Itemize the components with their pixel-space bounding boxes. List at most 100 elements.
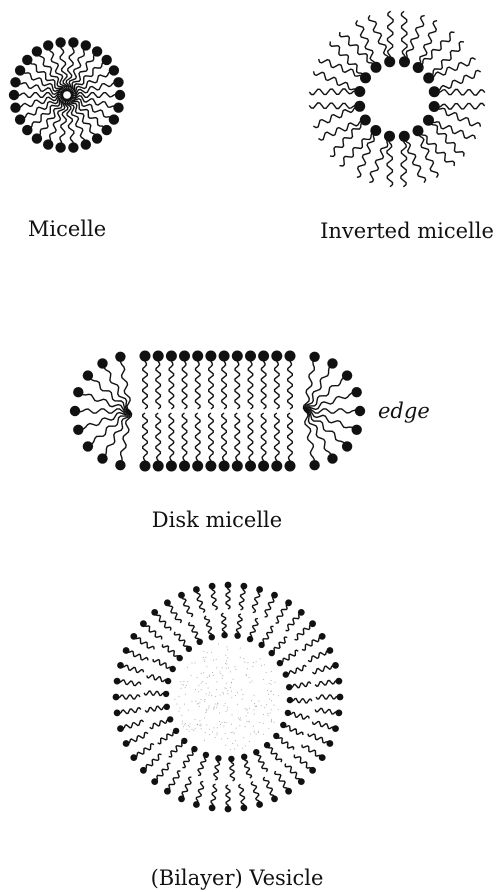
lipid-head bbox=[140, 461, 151, 472]
lipid-tail bbox=[143, 624, 161, 640]
lipid-head bbox=[123, 647, 130, 654]
lipid-tail bbox=[250, 619, 258, 640]
lipid-head bbox=[83, 441, 93, 451]
lipid-head bbox=[336, 710, 343, 717]
lipid-tail bbox=[169, 741, 185, 757]
lipid-tail bbox=[182, 356, 187, 409]
lipid-head bbox=[258, 642, 264, 648]
lipid-head bbox=[287, 697, 293, 703]
lipid-head bbox=[247, 636, 253, 642]
lipid-head bbox=[228, 756, 234, 762]
lipid-tail bbox=[196, 590, 204, 613]
lipid-head bbox=[43, 40, 53, 50]
lipid-tail bbox=[265, 595, 275, 617]
lipid-tail bbox=[305, 411, 315, 465]
lipid-head bbox=[68, 37, 78, 47]
lipid-head bbox=[285, 461, 296, 472]
lipid-tail bbox=[276, 603, 289, 623]
lipid-head bbox=[219, 351, 230, 362]
lipid-head bbox=[193, 801, 200, 808]
lipid-tail bbox=[126, 732, 148, 743]
lipid-tail bbox=[71, 70, 114, 94]
lipid-head bbox=[173, 728, 179, 734]
lipid-head bbox=[114, 710, 121, 717]
lipid-head bbox=[192, 461, 203, 472]
lipid-tail bbox=[309, 103, 360, 109]
lipid-head bbox=[166, 461, 177, 472]
lipid-tail bbox=[156, 356, 161, 409]
lipid-tail bbox=[153, 659, 173, 669]
lipid-head bbox=[181, 738, 187, 744]
lipid-tail bbox=[262, 626, 274, 645]
lipid-head bbox=[117, 662, 124, 669]
lipid-head bbox=[68, 142, 78, 152]
lipid-tail bbox=[235, 413, 240, 466]
lipid-tail bbox=[230, 759, 234, 781]
lipid-tail bbox=[120, 357, 130, 411]
lipid-tail bbox=[286, 665, 307, 674]
lipid-tail bbox=[205, 616, 213, 637]
lipid-tail bbox=[167, 771, 180, 791]
lipid-head bbox=[225, 806, 232, 813]
lipid-head bbox=[140, 351, 151, 362]
lipid-head bbox=[280, 722, 286, 728]
lipid-tail bbox=[211, 784, 217, 808]
lipid-head bbox=[22, 55, 32, 65]
lipid-head bbox=[360, 72, 371, 83]
lipid-head bbox=[83, 370, 93, 380]
lipid-tail bbox=[162, 644, 179, 658]
lipid-head bbox=[352, 387, 362, 397]
lipid-tail bbox=[290, 699, 312, 703]
lipid-head bbox=[153, 461, 164, 472]
lipid-head bbox=[258, 351, 269, 362]
lipid-tail bbox=[182, 595, 193, 617]
lipid-tail bbox=[182, 749, 194, 768]
lipid-head bbox=[286, 684, 292, 690]
lipid-tail bbox=[315, 681, 339, 687]
lipid-tail bbox=[285, 764, 301, 782]
lipid-tail bbox=[316, 695, 340, 699]
lipid-head bbox=[232, 351, 243, 362]
lipid-head bbox=[413, 62, 424, 73]
lipid-head bbox=[130, 754, 137, 761]
lipid-head bbox=[130, 633, 137, 640]
lipid-head bbox=[269, 650, 275, 656]
lipid-tail bbox=[251, 781, 259, 804]
lipid-tail bbox=[196, 356, 201, 409]
lipid-head bbox=[115, 460, 125, 470]
lipid-head bbox=[102, 55, 112, 65]
lipid-tail bbox=[294, 755, 312, 771]
lipid-head bbox=[164, 788, 171, 795]
lipid-tail bbox=[134, 636, 154, 649]
lipid-tail bbox=[388, 11, 394, 62]
lipid-tail bbox=[261, 413, 266, 466]
lipid-head bbox=[15, 65, 25, 75]
lipid-head bbox=[283, 671, 289, 677]
lipid-tail bbox=[156, 413, 161, 466]
lipid-head bbox=[178, 796, 185, 803]
lipid-head bbox=[309, 352, 319, 362]
lipid-tail bbox=[147, 675, 168, 682]
lipid-head bbox=[170, 666, 176, 672]
lipid-head bbox=[271, 351, 282, 362]
lipid-head bbox=[179, 461, 190, 472]
lipid-tail bbox=[143, 413, 148, 466]
inverted-micelle-structure bbox=[309, 11, 485, 187]
lipid-head bbox=[298, 778, 305, 785]
lipid-head bbox=[113, 77, 123, 87]
lipid-tail bbox=[288, 356, 293, 409]
lipid-head bbox=[429, 86, 440, 97]
lipid-head bbox=[15, 114, 25, 124]
lipid-head bbox=[256, 801, 263, 808]
lipid-head bbox=[113, 694, 120, 701]
lipid-head bbox=[354, 86, 365, 97]
lipid-head bbox=[32, 46, 42, 56]
lipid-head bbox=[271, 592, 278, 599]
lipid-tail bbox=[222, 356, 227, 409]
lipid-tail bbox=[434, 90, 485, 96]
lipid-tail bbox=[312, 665, 335, 673]
lipid-head bbox=[102, 125, 112, 135]
lipid-tail bbox=[248, 356, 253, 409]
lipid-head bbox=[22, 125, 32, 135]
lipid-tail bbox=[308, 651, 330, 662]
